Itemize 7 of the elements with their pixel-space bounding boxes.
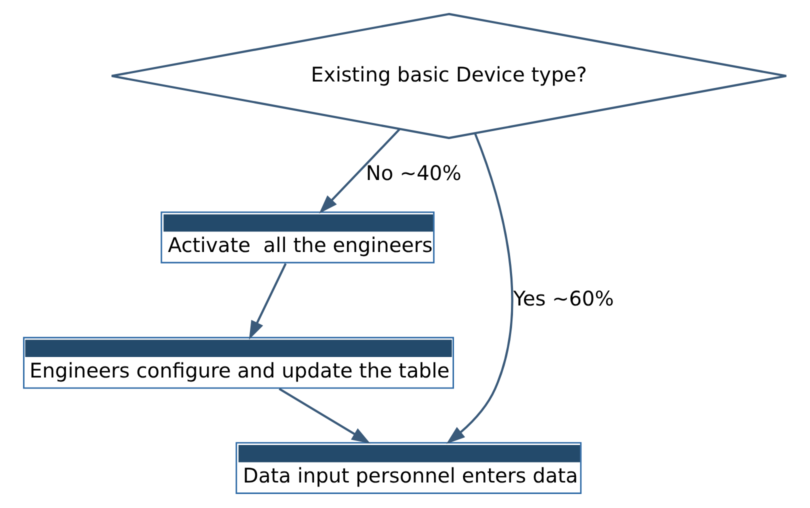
edge-label: No ~40% <box>366 161 462 186</box>
arrow <box>319 128 400 214</box>
arrow <box>249 263 287 340</box>
arrow <box>446 132 514 444</box>
arrow <box>278 388 370 444</box>
node-diamond: Existing basic Device type? <box>110 12 788 140</box>
edge-label: Yes ~60% <box>513 286 614 310</box>
